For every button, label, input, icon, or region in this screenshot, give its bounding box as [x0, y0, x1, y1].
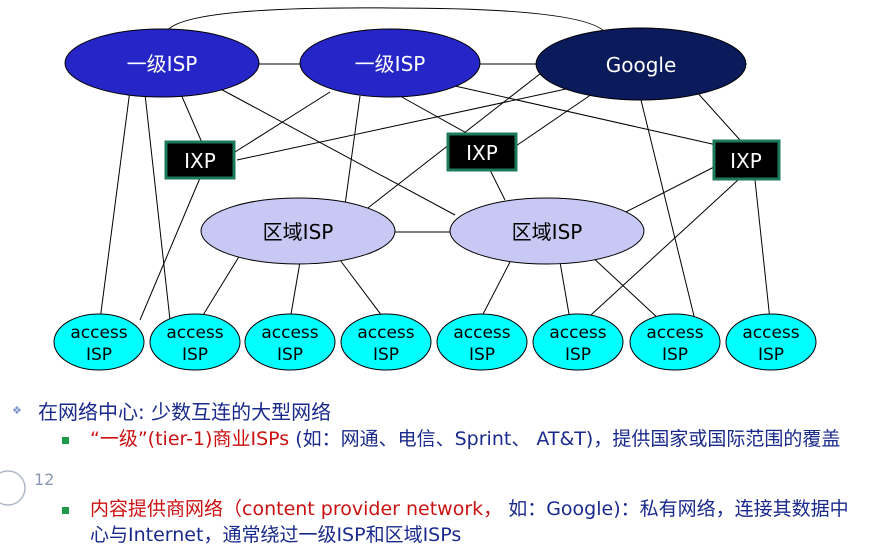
link	[339, 259, 386, 321]
link	[236, 85, 581, 161]
access-isp-8-line1: access	[742, 323, 799, 343]
main-bullet-text: 在网络中心: 少数互连的大型网络	[38, 400, 332, 424]
tier1-isp-left-label: 一级ISP	[127, 52, 198, 76]
access-isp-5-line1: access	[453, 323, 510, 343]
ixp-right-label: IXP	[730, 149, 762, 173]
link	[479, 261, 511, 321]
sub-bullet-content-provider: 内容提供商网络（content provider network， 如：Goog…	[90, 496, 860, 548]
regional-isp-right: 区域ISP	[449, 197, 645, 265]
access-isp-4-line2: ISP	[373, 345, 399, 365]
access-isp-6-line1: access	[549, 323, 606, 343]
link	[509, 91, 596, 151]
access-isp-1-line1: access	[70, 323, 127, 343]
access-isp-1: access ISP	[53, 313, 145, 371]
link-tier1-google-arc	[164, 7, 609, 39]
access-isp-3-line2: ISP	[277, 345, 303, 365]
sub-bullet-tier1-red: “一级”(tier-1)商业ISPs	[90, 428, 290, 450]
access-isp-4: access ISP	[340, 313, 432, 371]
tier1-isp-mid-label: 一级ISP	[355, 52, 426, 76]
link	[589, 254, 661, 321]
link	[399, 95, 471, 136]
access-isp-6-line2: ISP	[565, 345, 591, 365]
access-isp-6: access ISP	[532, 313, 624, 371]
links	[99, 7, 771, 326]
sub-bullet-tier1: “一级”(tier-1)商业ISPs (如：网通、电信、Sprint、 AT&T…	[90, 426, 860, 452]
sub-bullet-tier1-rest: (如：网通、电信、Sprint、 AT&T)，提供国家或国际范围的覆盖	[289, 428, 841, 450]
slide-number: 12	[34, 470, 55, 489]
square-bullet-icon	[62, 437, 69, 444]
google-network: Google	[535, 27, 747, 101]
ixp-left-label: IXP	[184, 149, 216, 173]
access-isp-7-line2: ISP	[662, 345, 688, 365]
link	[694, 89, 741, 141]
access-isp-8: access ISP	[725, 313, 817, 371]
link	[559, 261, 571, 321]
link	[489, 169, 506, 201]
google-label: Google	[606, 53, 677, 77]
access-isp-3-line1: access	[261, 323, 318, 343]
link	[214, 85, 456, 216]
ixp-mid-label: IXP	[466, 141, 498, 165]
link	[344, 95, 361, 206]
regional-isp-right-label: 区域ISP	[512, 220, 583, 244]
sub-bullet-cp-red: 内容提供商网络（content provider network，	[90, 498, 503, 520]
link	[639, 95, 696, 321]
link	[289, 261, 301, 321]
access-isp-2-line2: ISP	[182, 345, 208, 365]
regional-isp-left: 区域ISP	[200, 197, 396, 265]
isp-topology-diagram: 一级ISP 一级ISP Google IXP IXP IXP 区域ISP 区域I…	[53, 7, 817, 371]
tier1-isp-left: 一级ISP	[64, 28, 260, 98]
link	[454, 85, 731, 149]
ixp-left: IXP	[164, 140, 236, 180]
link	[144, 93, 171, 321]
access-isp-7-line1: access	[646, 323, 703, 343]
square-bullet-icon	[62, 507, 69, 514]
link	[754, 179, 771, 321]
access-isp-8-line2: ISP	[758, 345, 784, 365]
regional-isp-left-label: 区域ISP	[263, 220, 334, 244]
slide-number-badge	[0, 470, 26, 506]
link	[139, 177, 201, 321]
link	[234, 91, 331, 153]
diamond-bullet-icon: ❖	[12, 404, 22, 417]
link	[579, 179, 739, 326]
ixp-right: IXP	[712, 139, 781, 181]
link	[179, 91, 204, 146]
sub-bullet-cp-rest: 如：Google)：私有网络，连接其数据中心与Internet，通常绕过一级IS…	[90, 498, 849, 546]
link	[199, 254, 241, 321]
access-isp-row: access ISP access ISP access ISP access …	[53, 313, 817, 371]
link	[609, 164, 719, 221]
access-isp-5: access ISP	[436, 313, 528, 371]
access-isp-2: access ISP	[149, 313, 241, 371]
access-isp-3: access ISP	[244, 313, 336, 371]
access-isp-2-line1: access	[166, 323, 223, 343]
access-isp-1-line2: ISP	[86, 345, 112, 365]
ixp-mid: IXP	[446, 132, 518, 172]
access-isp-5-line2: ISP	[469, 345, 495, 365]
access-isp-4-line1: access	[357, 323, 414, 343]
tier1-isp-mid: 一级ISP	[299, 28, 481, 98]
access-isp-7: access ISP	[629, 313, 721, 371]
link	[99, 89, 131, 321]
